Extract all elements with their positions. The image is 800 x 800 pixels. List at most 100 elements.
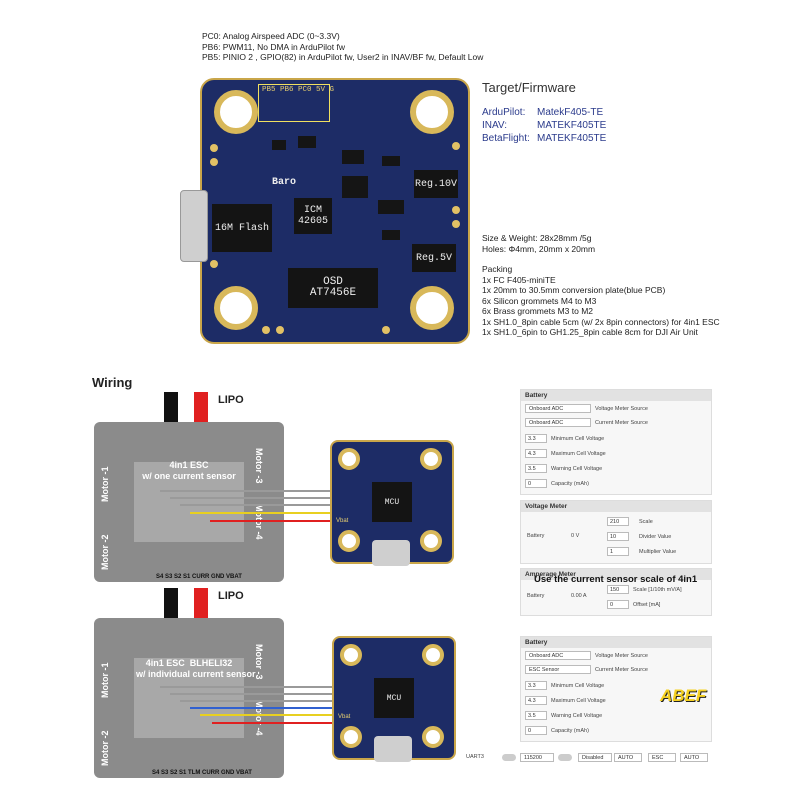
motor-2-label: Motor -2 xyxy=(100,730,110,767)
lipo-label: LIPO xyxy=(218,394,244,406)
max-cell-input[interactable]: 4.3 xyxy=(525,449,547,458)
sensor-baud-select[interactable]: AUTO xyxy=(680,753,708,762)
pin-header-label: PB5 PB6 PC0 5V G xyxy=(262,86,335,94)
telemetry-wire xyxy=(190,707,332,709)
specs-block: Size & Weight: 28x28mm /5g Holes: Φ4mm, … xyxy=(482,233,720,338)
motor-3-label: Motor -3 xyxy=(254,448,264,484)
solder-pad xyxy=(262,326,270,334)
baud-select[interactable]: 115200 xyxy=(520,753,554,762)
firmware-value: MATEKF405TE xyxy=(537,133,607,144)
offset-input[interactable]: 0 xyxy=(607,600,629,609)
mcu-chip: MCU xyxy=(374,678,414,718)
current-source-select[interactable]: ESC Sensor xyxy=(525,665,591,674)
usb-c-port xyxy=(180,190,208,262)
meter-reading: 0.00 A xyxy=(571,593,587,599)
multiplier-input[interactable]: 1 xyxy=(607,547,629,556)
osd-chip: OSD AT7456E xyxy=(288,268,378,308)
panel-title: Battery xyxy=(521,390,711,401)
field-label: Voltage Meter Source xyxy=(595,406,648,412)
esc-1-label: 4in1 ESC w/ one current sensor xyxy=(142,460,236,481)
pin-note-pb6: PB6: PWM11, No DMA in ArduPilot fw xyxy=(202,41,345,52)
ports-row: UART3 115200 Disabled AUTO ESC AUTO xyxy=(462,752,712,764)
smd-part xyxy=(382,230,400,240)
firmware-key: ArduPilot: xyxy=(482,107,526,118)
field-label: Capacity (mAh) xyxy=(551,481,589,487)
firmware-row: BetaFlight:MATEKF405TE xyxy=(482,132,606,145)
imu-label: ICM 42605 xyxy=(297,205,328,227)
imu-chip: ICM 42605 xyxy=(294,198,332,234)
signal-wire xyxy=(180,504,330,506)
field-label: Current Meter Source xyxy=(595,667,648,673)
vbat-label: Vbat xyxy=(336,518,349,524)
motor-4-label: Motor -4 xyxy=(254,700,264,736)
usb-c-port xyxy=(372,540,410,566)
vbat-label: Vbat xyxy=(338,714,351,720)
signal-wire xyxy=(160,686,332,688)
solder-pad xyxy=(210,260,218,268)
field-label: Warning Cell Voltage xyxy=(551,713,603,719)
port-toggle[interactable] xyxy=(558,754,572,761)
capacity-input[interactable]: 0 xyxy=(525,479,547,488)
smd-part xyxy=(298,136,316,148)
fc-board-1: MCU Vbat xyxy=(330,440,454,566)
fc-board-2: MCU Vbat xyxy=(332,636,456,762)
warning-cell-input[interactable]: 3.5 xyxy=(525,711,547,720)
pin-header-highlight xyxy=(258,84,330,122)
usb-c-port xyxy=(374,736,412,762)
min-cell-input[interactable]: 3.3 xyxy=(525,681,547,690)
packing-item: 6x Brass grommets M3 to M2 xyxy=(482,306,594,316)
voltage-source-select[interactable]: Onboard ADC xyxy=(525,404,591,413)
voltage-source-select[interactable]: Onboard ADC xyxy=(525,651,591,660)
esc-center xyxy=(134,462,244,542)
field-label: Minimum Cell Voltage xyxy=(551,683,605,689)
current-scale-note: Use the current sensor scale of 4in1 xyxy=(534,574,698,585)
divider-input[interactable]: 10 xyxy=(607,532,629,541)
meter-name: Battery xyxy=(527,593,545,599)
wiring-heading: Wiring xyxy=(92,375,133,390)
mount-hole xyxy=(422,644,444,666)
amperage-meter-panel: Amperage Meter Battery 0.00 A 150 Scale … xyxy=(520,568,712,616)
mount-hole xyxy=(422,726,444,748)
packing-item: 1x FC F405-miniTE xyxy=(482,274,556,285)
solder-pad xyxy=(382,326,390,334)
max-cell-input[interactable]: 4.3 xyxy=(525,696,547,705)
capacity-input[interactable]: 0 xyxy=(525,726,547,735)
packing-item: 6x Silicon grommets M4 to M3 xyxy=(482,295,597,306)
firmware-row: INAV:MATEKF405TE xyxy=(482,119,606,132)
baro-chip: Baro xyxy=(270,174,298,190)
esc-1-pins: S4 S3 S2 S1 CURR GND VBAT xyxy=(156,574,242,580)
min-cell-input[interactable]: 3.3 xyxy=(525,434,547,443)
solder-pad xyxy=(452,206,460,214)
port-toggle[interactable] xyxy=(502,754,516,761)
firmware-table: ArduPilot:MatekF405-TE INAV:MATEKF405TE … xyxy=(482,106,606,145)
field-label: Capacity (mAh) xyxy=(551,728,589,734)
voltage-scale-input[interactable]: 210 xyxy=(607,517,629,526)
warning-cell-input[interactable]: 3.5 xyxy=(525,464,547,473)
voltage-meter-panel: Voltage Meter Battery 0 V 210 Scale 10 D… xyxy=(520,500,712,564)
signal-wire xyxy=(170,497,330,499)
solder-pad xyxy=(452,142,460,150)
mount-hole xyxy=(340,644,362,666)
reg10-chip: Reg.10V xyxy=(414,170,458,198)
motor-2-label: Motor -2 xyxy=(100,534,110,571)
signal-wire xyxy=(160,490,330,492)
field-label: Offset [mA] xyxy=(633,602,661,608)
lipo-label: LIPO xyxy=(218,590,244,602)
mcu-chip: MCU xyxy=(372,482,412,522)
pin-note-pb5: PB5: PINIO 2 , GPIO(82) in ArduPilot fw,… xyxy=(202,52,484,62)
current-wire xyxy=(190,512,330,514)
mount-hole xyxy=(338,530,360,552)
telemetry-select[interactable]: Disabled xyxy=(578,753,612,762)
field-label: Scale xyxy=(639,519,653,525)
meter-name: Battery xyxy=(527,533,545,539)
telemetry-baud-select[interactable]: AUTO xyxy=(614,753,642,762)
current-source-select[interactable]: Onboard ADC xyxy=(525,418,591,427)
firmware-heading: Target/Firmware xyxy=(482,80,576,95)
amperage-scale-input[interactable]: 150 xyxy=(607,585,629,594)
mount-hole xyxy=(214,90,258,134)
holes: Holes: Φ4mm, 20mm x 20mm xyxy=(482,243,596,254)
mount-hole xyxy=(410,90,454,134)
solder-pad xyxy=(210,158,218,166)
sensor-select[interactable]: ESC xyxy=(648,753,676,762)
smd-part xyxy=(342,150,364,164)
